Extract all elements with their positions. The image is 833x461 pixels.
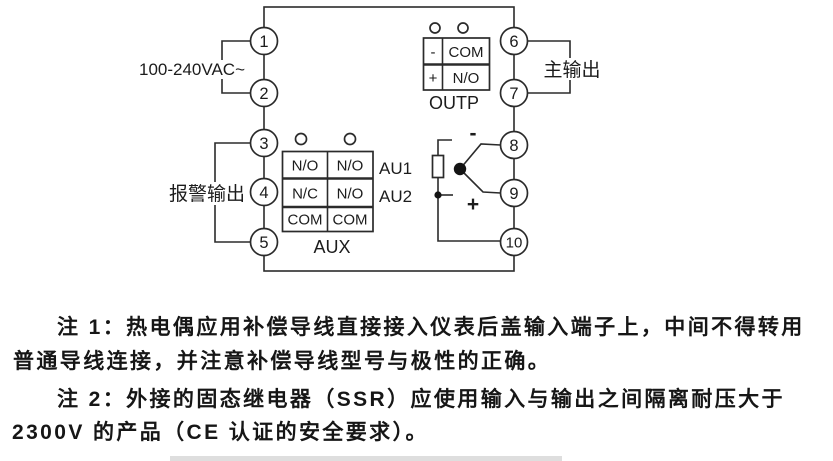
power-label: 100-240VAC~ xyxy=(139,60,245,79)
resistor-icon xyxy=(431,154,445,179)
terminal-8-number: 8 xyxy=(509,137,518,155)
thermocouple-minus-wire xyxy=(459,143,501,170)
outp-cell: - xyxy=(431,44,436,61)
alarm-label-bg xyxy=(171,182,246,205)
main-output-label-bg xyxy=(542,58,602,80)
terminal-4-number: 4 xyxy=(259,184,268,202)
terminal-6: 6 xyxy=(499,26,529,56)
aux-cell: COM xyxy=(333,212,368,229)
terminal-10: 10 xyxy=(499,227,529,257)
outp-screw-hole-icon xyxy=(429,22,441,34)
terminal-1: 1 xyxy=(249,26,279,56)
terminal-5: 5 xyxy=(249,227,279,257)
terminal-6-number: 6 xyxy=(509,33,518,51)
aux-title: AUX xyxy=(313,237,350,257)
terminal-7: 7 xyxy=(499,78,529,108)
aux-cell: N/O xyxy=(337,186,364,203)
polarity-minus-label: - xyxy=(470,122,477,145)
thermocouple-plus-wire xyxy=(459,168,501,194)
terminal-8: 8 xyxy=(499,130,529,160)
outp-screw-hole-icon xyxy=(457,22,469,34)
note2-line2: 2300V 的产品（CE 认证的安全要求）。 xyxy=(12,421,429,444)
note1-line1: 注 1：热电偶应用补偿导线直接接入仪表后盖输入端子上，中间不得转用 xyxy=(57,316,805,339)
aux-row-label-au2: AU2 xyxy=(379,187,412,206)
terminal-3-number: 3 xyxy=(259,135,268,153)
outp-title: OUTP xyxy=(429,93,479,113)
aux-screw-hole-icon xyxy=(343,132,357,146)
aux-cell: COM xyxy=(288,212,323,229)
terminal-10-number: 10 xyxy=(506,235,523,252)
aux-cell: N/O xyxy=(337,158,364,175)
junction-dot-icon xyxy=(434,191,442,199)
cropped-content-bar xyxy=(170,456,562,461)
aux-cell: N/C xyxy=(292,186,318,203)
outp-cell: N/O xyxy=(453,70,480,87)
terminal-9: 9 xyxy=(499,178,529,208)
outp-cell: + xyxy=(429,70,438,87)
terminal-9-number: 9 xyxy=(509,185,518,203)
aux-cell: N/O xyxy=(292,158,319,175)
main-output-label: 主输出 xyxy=(543,59,600,81)
note2-line1: 注 2：外接的固态继电器（SSR）应使用输入与输出之间隔离耐压大于 xyxy=(57,388,785,411)
power-label-bg xyxy=(127,60,246,79)
polarity-plus-label: + xyxy=(467,193,479,216)
sensor-branch-wire xyxy=(437,139,500,242)
terminal-1-number: 1 xyxy=(259,33,268,51)
terminal-4: 4 xyxy=(249,177,279,207)
note1-line2: 普通导线连接，并注意补偿导线型号与极性的正确。 xyxy=(13,350,552,373)
alarm-output-label: 报警输出 xyxy=(169,183,245,205)
aux-row-label-au1: AU1 xyxy=(379,159,412,178)
terminal-3: 3 xyxy=(249,128,279,158)
aux-screw-hole-icon xyxy=(294,132,308,146)
terminal-5-number: 5 xyxy=(259,234,268,252)
terminal-7-number: 7 xyxy=(509,85,518,103)
wiring-diagram: 100-240VAC~ 报警输出 主输出 - COM + N/O OUTP N/… xyxy=(127,6,602,272)
outp-cell: COM xyxy=(449,44,484,61)
terminal-2: 2 xyxy=(249,78,279,108)
terminal-2-number: 2 xyxy=(259,85,268,103)
thermocouple-junction-icon xyxy=(453,162,467,176)
